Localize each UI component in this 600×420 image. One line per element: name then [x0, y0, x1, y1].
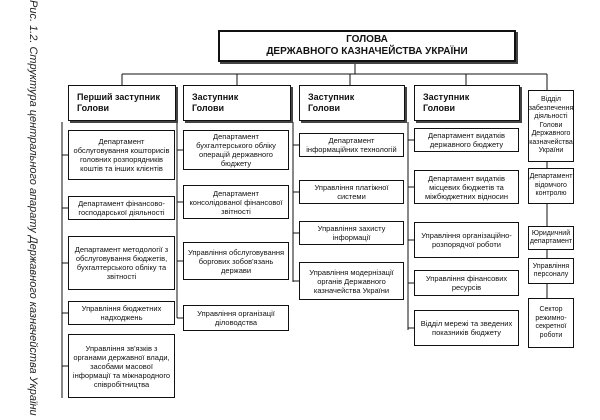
head-title-line1: ГОЛОВА — [346, 34, 388, 45]
dept-information-technology: Департамент інформаційних технологій — [299, 133, 404, 157]
unit-budget-revenues: Управління бюджетних надходжень — [68, 301, 175, 325]
dept-local-budget-expenditures: Департамент видатків місцевих бюджетів т… — [414, 170, 519, 204]
unit-financial-resources: Управління фінансових ресурсів — [414, 270, 519, 296]
unit-state-debt-service: Управління обслуговування боргових зобов… — [183, 242, 289, 280]
dept-consolidated-reporting: Департамент консолідованої фінансової зв… — [183, 185, 289, 219]
dept-state-budget-accounting: Департамент бухгалтерського обліку опера… — [183, 130, 289, 170]
deputy-2-box: Заступник Голови — [183, 85, 291, 121]
deputy-3-title: Заступник — [308, 92, 355, 102]
unit-records-management: Управління організації діловодства — [183, 305, 289, 331]
first-deputy-box: Перший заступник Голови — [68, 85, 176, 121]
deputy-2-subtitle: Голови — [192, 103, 225, 113]
section-budget-network: Відділ мережі та зведених показників бюд… — [414, 310, 519, 346]
deputy-4-title: Заступник — [423, 92, 470, 102]
dept-financial-economic: Департамент фінансово-господарської діял… — [68, 196, 175, 220]
deputy-3-subtitle: Голови — [308, 103, 341, 113]
unit-public-relations: Управління зв'язків з органами державної… — [68, 334, 175, 398]
dept-state-budget-expenditures: Департамент видатків державного бюджету — [414, 128, 519, 152]
deputy-3-box: Заступник Голови — [299, 85, 405, 121]
unit-personnel: Управління персоналу — [528, 258, 574, 284]
first-deputy-title: Перший заступник — [77, 92, 160, 102]
first-deputy-subtitle: Голови — [77, 103, 110, 113]
deputy-4-subtitle: Голови — [423, 103, 456, 113]
unit-organizational-work: Управління організаційно-розпорядчої роб… — [414, 222, 519, 258]
deputy-2-title: Заступник — [192, 92, 239, 102]
dept-budget-holders: Департамент обслуговування кошторисів го… — [68, 130, 175, 180]
unit-payment-system: Управління платіжної системи — [299, 180, 404, 204]
head-of-treasury-box: ГОЛОВА ДЕРЖАВНОГО КАЗНАЧЕЙСТВА УКРАЇНИ — [218, 30, 516, 62]
dept-legal: Юридичний департамент — [528, 226, 574, 250]
dept-internal-control: Департамент відомчого контролю — [528, 168, 574, 204]
head-title-line2: ДЕРЖАВНОГО КАЗНАЧЕЙСТВА УКРАЇНИ — [266, 46, 468, 57]
section-head-support: Відділ забезпечення діяльності Голови Де… — [528, 90, 574, 162]
dept-methodology: Департамент методології з обслуговування… — [68, 236, 175, 290]
unit-treasury-modernization: Управління модернізації органів Державно… — [299, 262, 404, 300]
unit-information-security: Управління захисту інформації — [299, 221, 404, 245]
section-secret-work: Сектор режимно-секретної роботи — [528, 298, 574, 348]
deputy-4-box: Заступник Голови — [414, 85, 520, 121]
